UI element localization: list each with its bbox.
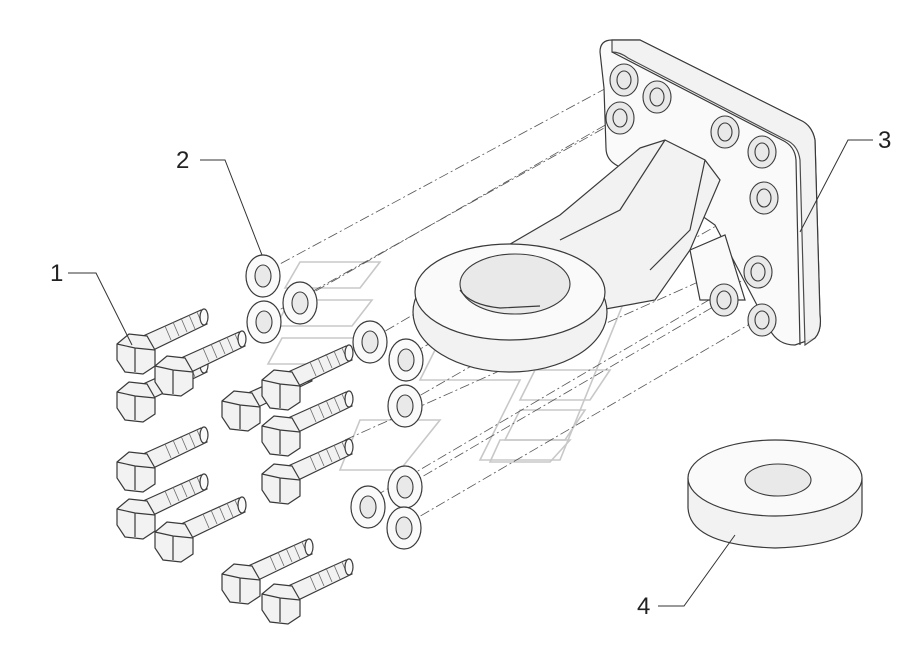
flange-holes	[605, 63, 779, 337]
hex-bolt	[116, 308, 209, 375]
bolts	[116, 308, 354, 625]
washer	[386, 506, 422, 550]
callout-label-4: 4	[637, 593, 650, 620]
washer	[245, 254, 281, 298]
callout-2: 2	[176, 147, 263, 256]
washer	[246, 300, 282, 344]
washers	[245, 254, 424, 550]
spacer-ring	[687, 439, 863, 549]
washer	[352, 320, 388, 364]
callout-label-1: 1	[50, 260, 63, 287]
washer	[388, 338, 424, 382]
callout-label-3: 3	[878, 127, 891, 154]
washer	[387, 384, 423, 428]
callout-1: 1	[50, 260, 133, 346]
callout-3: 3	[799, 127, 891, 233]
washer	[282, 281, 318, 325]
washer	[387, 465, 423, 509]
callout-label-2: 2	[176, 147, 189, 174]
washer	[350, 485, 386, 529]
callout-4: 4	[637, 534, 736, 620]
hitch-bracket	[412, 39, 822, 373]
